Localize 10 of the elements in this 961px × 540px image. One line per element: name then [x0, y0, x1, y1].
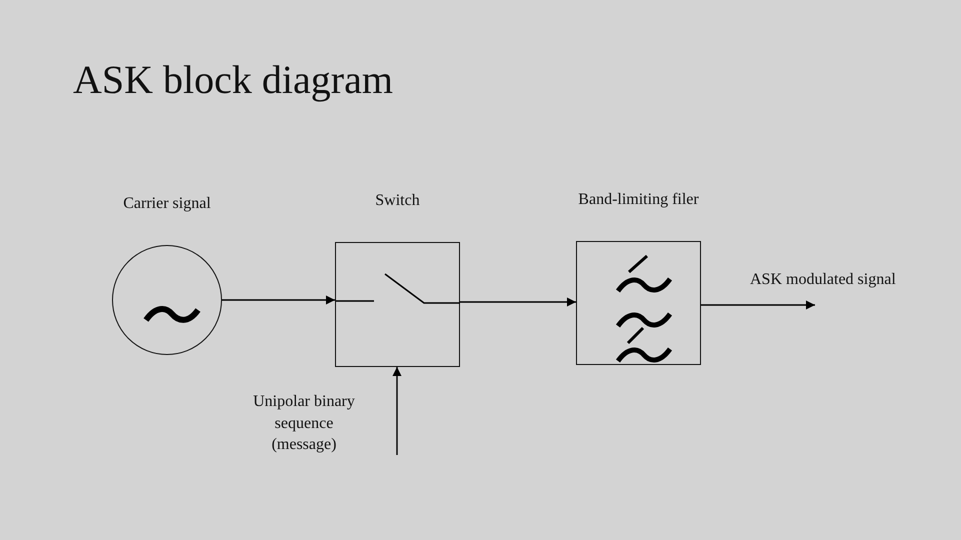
block-heading: Band-limiting filer: [578, 190, 699, 210]
arrow: [460, 298, 576, 306]
diagram-title: ASK block diagram: [73, 57, 393, 103]
arrow: [222, 296, 335, 304]
signal-label: ASK modulated signal: [750, 270, 896, 290]
arrow: [392, 367, 402, 455]
block-heading: Carrier signal: [123, 194, 211, 214]
arrow: [701, 300, 815, 310]
signal-label: Unipolar binary sequence (message): [252, 392, 356, 455]
block-heading: Switch: [375, 191, 420, 211]
